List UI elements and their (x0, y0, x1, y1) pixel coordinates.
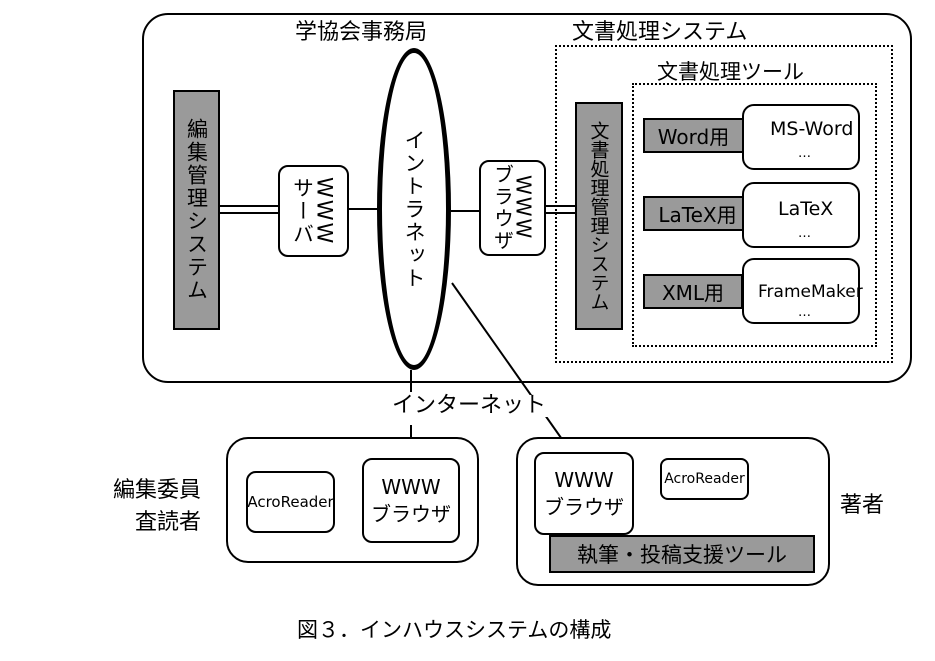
doc-system-box (555, 45, 893, 363)
editing-management-system-label: 編集管理システム (184, 118, 209, 302)
tool-latex: LaTeX … (742, 182, 860, 248)
editors-www-browser: WWW ブラウザ (362, 458, 460, 543)
tool-framemaker-label: FrameMaker (758, 282, 863, 302)
authors-www-browser-label-1: WWW (554, 467, 614, 492)
editors-label-1: 編集委員 (113, 478, 202, 503)
tool-latex-label: LaTeX (778, 198, 834, 220)
www-server: WWW サーバ (278, 165, 349, 257)
tool-latex-ellipsis: … (798, 226, 812, 241)
editing-management-system: 編集管理システム (173, 90, 220, 330)
adapter-xml: XML用 (643, 274, 743, 309)
figure-caption: 図３．インハウスシステムの構成 (297, 618, 612, 642)
authors-www-browser-label-2: ブラウザ (544, 494, 624, 519)
intranet-label: イントラネット (402, 128, 426, 290)
editors-label-2: 査読者 (135, 510, 202, 535)
adapter-latex: LaTeX用 (643, 196, 752, 231)
secretariat-box (142, 13, 912, 383)
adapter-word: Word用 (643, 118, 744, 153)
tool-framemaker-ellipsis: … (798, 305, 812, 320)
tool-ms-word-ellipsis: … (798, 146, 812, 161)
www-server-label-1: WWW (312, 176, 337, 246)
doc-manager-label: 文書処理管理システム (587, 121, 610, 311)
doc-manager: 文書処理管理システム (575, 102, 623, 330)
secretariat-title: 学協会事務局 (295, 20, 428, 45)
secretariat-www-browser-label-2: ブラウザ (490, 164, 515, 252)
adapter-xml-label: XML用 (661, 281, 725, 305)
tool-ms-word: MS-Word … (742, 104, 860, 170)
intranet-ellipse: イントラネット (377, 48, 451, 370)
authors-label: 著者 (840, 493, 885, 518)
authors-www-browser: WWW ブラウザ (534, 452, 634, 535)
editors-acroreader: AcroReader (246, 471, 335, 533)
editors-www-browser-label-1: WWW (381, 474, 441, 499)
authors-acroreader: AcroReader (660, 458, 749, 500)
tool-ms-word-label: MS-Word (770, 118, 854, 140)
doc-tools-box (632, 83, 877, 347)
adapter-latex-label: LaTeX用 (658, 203, 737, 227)
doc-system-title: 文書処理システム (570, 20, 750, 45)
doc-tools-title: 文書処理ツール (655, 60, 806, 84)
authoring-support-tool-label: 執筆・投稿支援ツール (577, 543, 787, 567)
tool-framemaker: FrameMaker … (742, 258, 863, 324)
secretariat-www-browser-label-1: WWW (511, 175, 536, 241)
authoring-support-tool: 執筆・投稿支援ツール (549, 535, 815, 573)
www-server-label-2: サーバ (290, 176, 315, 246)
adapter-word-label: Word用 (657, 125, 730, 149)
editors-www-browser-label-2: ブラウザ (371, 501, 451, 526)
secretariat-www-browser: WWW ブラウザ (479, 160, 546, 256)
authors-acroreader-label: AcroReader (664, 471, 745, 487)
editors-acroreader-label: AcroReader (247, 493, 334, 511)
internet-label: インターネット (390, 393, 549, 418)
